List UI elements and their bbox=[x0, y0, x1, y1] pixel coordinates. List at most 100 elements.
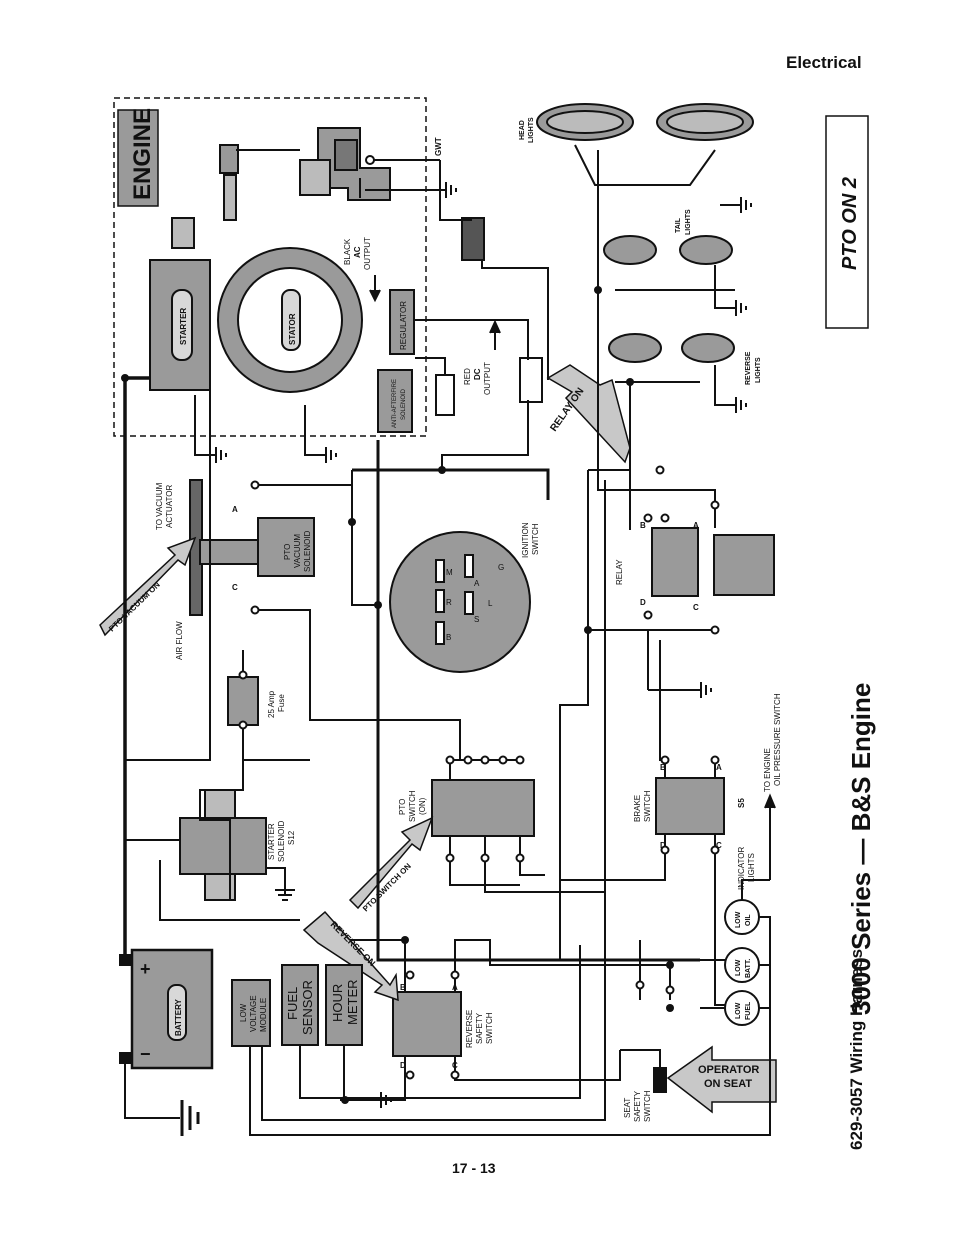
reverse-lights: REVERSE LIGHTS bbox=[608, 333, 762, 413]
pto-vacuum-solenoid-label: SOLENOID bbox=[303, 530, 312, 572]
starter-solenoid-label1: STARTER bbox=[267, 823, 276, 860]
low-fuel-2: FUEL bbox=[745, 1001, 752, 1020]
vac-c: C bbox=[232, 583, 238, 592]
dc-output-label: OUTPUT bbox=[483, 362, 492, 395]
air-flow-label: AIR FLOW bbox=[175, 621, 184, 660]
indicator-lights-label: LIGHTS bbox=[747, 853, 756, 882]
seat-safety-label: SAFETY bbox=[633, 1090, 642, 1122]
page-number: 17 - 13 bbox=[452, 1160, 496, 1176]
low-fuel-1: LOW bbox=[735, 1002, 742, 1019]
hour-meter-label2: METER bbox=[345, 980, 360, 1026]
seat-switch-label: SWITCH bbox=[643, 1090, 652, 1122]
pto-vacuum-on-label: PTO VACUUM ON bbox=[107, 580, 162, 633]
ignition-switch: IGNITION SWITCH M R B A S L G bbox=[389, 522, 540, 673]
brake-switch-label: SWITCH bbox=[643, 790, 652, 822]
gwt-label: GWT bbox=[434, 137, 443, 156]
inline-connector bbox=[461, 217, 485, 261]
pto-switch-on-arrow: PTO SWITCH ON bbox=[348, 816, 434, 913]
hour-meter-label1: HOUR bbox=[330, 984, 345, 1022]
actuator-label: ACTUATOR bbox=[165, 485, 174, 528]
relay-on-arrow: RELAY ON bbox=[546, 364, 631, 464]
head-label: HEAD bbox=[519, 120, 526, 140]
relay-label: RELAY bbox=[615, 559, 624, 585]
pto-vacuum-on-arrow: PTO VACUUM ON bbox=[99, 536, 197, 637]
relay-a: A bbox=[693, 521, 699, 530]
regulator: REGULATOR BLACK AC OUTPUT bbox=[343, 237, 415, 355]
reverse-safety-label3: SWITCH bbox=[485, 1012, 494, 1044]
battery: BATTERY + − bbox=[119, 948, 214, 1070]
starter-motor: STARTER bbox=[149, 217, 211, 391]
fuse-label: Fuse bbox=[277, 694, 286, 712]
relay: RELAY B A D C bbox=[615, 521, 775, 698]
fuse-amp: 25 Amp bbox=[267, 690, 276, 718]
brake-b: B bbox=[660, 763, 666, 772]
low-voltage-label2: VOLTAGE bbox=[249, 995, 258, 1032]
starter-solenoid-label2: SOLENOID bbox=[277, 820, 286, 862]
junction-dots bbox=[121, 286, 674, 1104]
rev-d: D bbox=[400, 1061, 406, 1070]
tail-label: TAIL bbox=[675, 217, 682, 233]
hour-meter: HOUR METER bbox=[325, 964, 363, 1046]
brake-switch: BRAKE SWITCH S5 TO ENGINE OIL PRESSURE S… bbox=[633, 693, 782, 880]
pto-switch: PTO SWITCH (ON) bbox=[398, 779, 535, 837]
fuel-sensor: FUEL SENSOR bbox=[281, 964, 319, 1046]
wiring bbox=[123, 160, 771, 1136]
oil-pressure-label: OIL PRESSURE SWITCH bbox=[773, 693, 782, 786]
low-voltage-module: LOW VOLTAGE MODULE bbox=[231, 979, 271, 1047]
on-seat-label: ON SEAT bbox=[704, 1078, 752, 1090]
rev-b: B bbox=[400, 983, 406, 992]
ign-m: M bbox=[446, 568, 453, 577]
pto-switch-label3: (ON) bbox=[418, 797, 427, 815]
terminals bbox=[238, 465, 720, 1080]
pto-switch-label2: SWITCH bbox=[408, 790, 417, 822]
fuse: 25 Amp Fuse bbox=[227, 676, 286, 726]
starter-solenoid-label3: S12 bbox=[287, 830, 296, 845]
relay-c: C bbox=[693, 603, 699, 612]
black-label: BLACK bbox=[343, 238, 352, 265]
low-oil-2: OIL bbox=[745, 914, 752, 926]
indicator-lights: INDICATOR LIGHTS LOW OIL LOW BATT. LOW F… bbox=[724, 847, 760, 1026]
ign-b: B bbox=[446, 633, 451, 642]
reverse-safety-switch: REVERSE SAFETY SWITCH B A D C bbox=[392, 983, 494, 1070]
battery-minus: − bbox=[140, 1044, 151, 1064]
dc-output: RED DC OUTPUT bbox=[415, 319, 501, 416]
title-block: 3000 Series — B&S Engine 629-3057 Wiring… bbox=[846, 683, 876, 1150]
ignition-label: IGNITION bbox=[521, 522, 530, 558]
ign-g: G bbox=[498, 563, 504, 572]
ground-symbol-coil bbox=[365, 182, 457, 198]
fuel-sensor-label2: SENSOR bbox=[300, 980, 315, 1035]
pto-vacuum-solenoid: PTO VACUUM SOLENOID TO VACUUM ACTUATOR A… bbox=[155, 479, 315, 660]
battery-label: BATTERY bbox=[174, 998, 183, 1036]
reverse-safety-label1: REVERSE bbox=[465, 1010, 474, 1048]
vac-a: A bbox=[232, 505, 238, 514]
brake-label: BRAKE bbox=[633, 795, 642, 822]
ign-s: S bbox=[474, 615, 479, 624]
ac-output-label: OUTPUT bbox=[363, 237, 372, 270]
stator-label: STATOR bbox=[288, 313, 297, 345]
ignition-module: GWT bbox=[299, 127, 443, 201]
ign-a: A bbox=[474, 579, 480, 588]
brake-d: D bbox=[660, 841, 666, 850]
low-oil-1: LOW bbox=[735, 911, 742, 928]
pto-vacuum-vacuum: VACUUM bbox=[293, 534, 302, 568]
seat-label: SEAT bbox=[623, 1098, 632, 1118]
brake-c: C bbox=[716, 841, 722, 850]
battery-plus: + bbox=[140, 959, 151, 979]
starter-solenoid: STARTER SOLENOID S12 bbox=[179, 789, 296, 901]
pto-vacuum-pto: PTO bbox=[283, 544, 292, 560]
ign-l: L bbox=[488, 599, 493, 608]
brake-s5: S5 bbox=[737, 798, 746, 808]
spark-plug bbox=[219, 144, 300, 221]
low-voltage-label3: MODULE bbox=[259, 998, 268, 1032]
main-title: 3000 Series — B&S Engine bbox=[846, 683, 876, 1015]
fuel-sensor-label1: FUEL bbox=[285, 987, 300, 1020]
pto-mode-box: PTO ON 2 bbox=[825, 115, 869, 329]
pto-mode-label: PTO ON 2 bbox=[839, 177, 861, 270]
to-vacuum-label: TO VACUUM bbox=[155, 482, 164, 530]
headlights: HEAD LIGHTS bbox=[519, 103, 754, 290]
stator: STATOR bbox=[217, 247, 363, 393]
brake-a: A bbox=[716, 763, 722, 772]
seat-safety-switch: SEAT SAFETY SWITCH OPERATOR ON SEAT bbox=[623, 1045, 777, 1122]
low-batt-2: BATT. bbox=[745, 959, 752, 978]
